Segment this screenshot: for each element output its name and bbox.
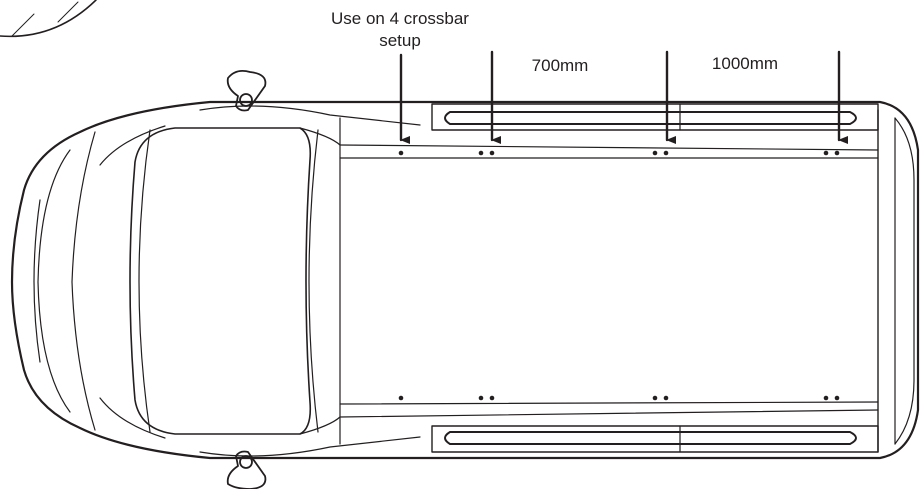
mount-dot	[834, 395, 840, 401]
arrows	[399, 50, 848, 144]
mount-dot	[652, 395, 658, 401]
mount-dot	[478, 150, 484, 156]
mounting-points	[398, 150, 840, 401]
spacing-700-label: 700mm	[531, 56, 589, 75]
mount-dot	[663, 150, 669, 156]
detail-magnifier-circle	[0, 0, 97, 38]
four-crossbar-label-line1: Use on 4 crossbar	[331, 9, 469, 28]
mount-dot	[663, 395, 669, 401]
mount-dot	[823, 395, 829, 401]
four-crossbar-label-line2: setup	[379, 31, 421, 50]
mount-dot	[823, 150, 829, 156]
mount-dot	[478, 395, 484, 401]
mirror-left	[226, 69, 267, 112]
mount-dot	[652, 150, 658, 156]
spacing-1000-label: 1000mm	[711, 54, 779, 73]
four-crossbar-label: Use on 4 crossbar setup	[300, 8, 500, 52]
mount-dot	[398, 395, 404, 401]
mount-dot	[489, 395, 495, 401]
roof-rail-top	[431, 103, 879, 131]
mount-dot	[398, 150, 404, 156]
van-body	[10, 100, 920, 460]
mount-dot	[489, 150, 495, 156]
roof-rail-bottom	[431, 425, 879, 453]
mount-dot	[834, 150, 840, 156]
